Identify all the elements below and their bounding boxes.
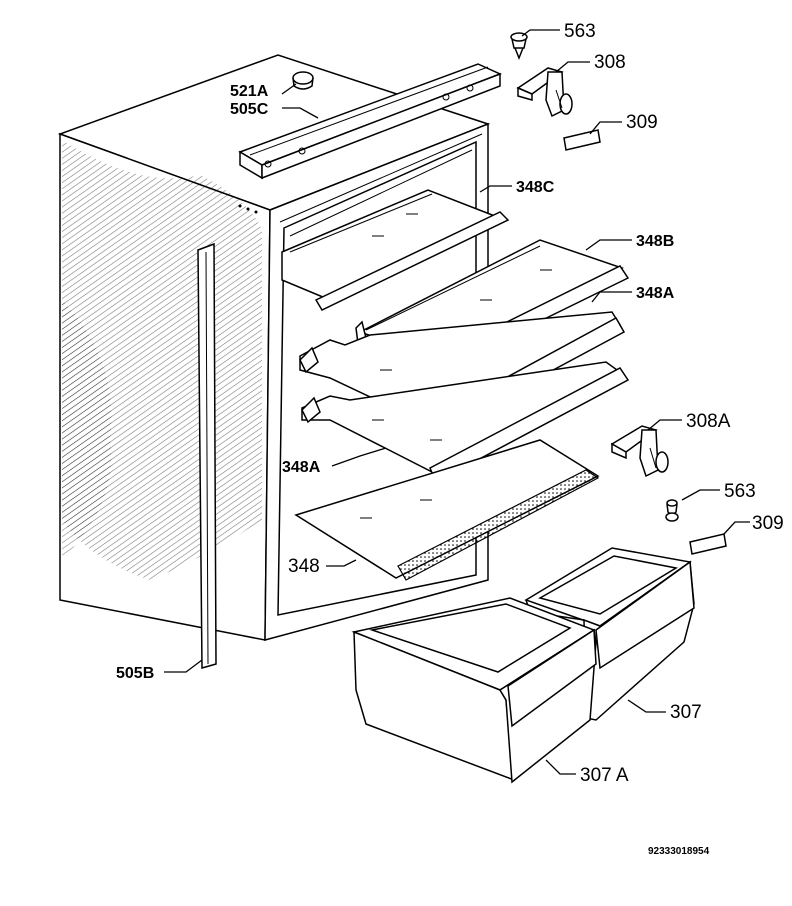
label-348a-right: 348A <box>636 285 675 302</box>
label-309-middle: 309 <box>752 513 784 534</box>
crisper-drawer-307a <box>351 597 597 784</box>
document-number: 92333018954 <box>648 846 710 857</box>
shelf-348c <box>281 189 510 311</box>
label-307a: 307 A <box>580 765 629 786</box>
label-563-top: 563 <box>564 21 596 42</box>
cover-plate-309-middle <box>689 533 727 555</box>
shelf-348-bottom <box>294 439 600 581</box>
label-307: 307 <box>670 702 702 723</box>
leader-lines <box>164 29 750 775</box>
label-348c: 348C <box>516 179 555 196</box>
label-505b: 505B <box>116 665 154 682</box>
label-348b: 348B <box>636 233 674 250</box>
label-563-middle: 563 <box>724 481 756 502</box>
label-348a-left: 348A <box>282 459 321 476</box>
label-348: 348 <box>288 556 320 577</box>
label-521a: 521A <box>230 83 269 100</box>
label-308a: 308A <box>686 411 731 432</box>
label-505c: 505C <box>230 101 269 118</box>
hinge-screw-middle <box>665 499 679 522</box>
part-labels: 563 308 309 521A 505C 348C 348B 348A 308… <box>116 21 784 857</box>
hinge-308a <box>610 425 669 478</box>
hinge-screw-top <box>510 32 528 61</box>
label-309-top: 309 <box>626 112 658 133</box>
hinge-308 <box>516 67 573 118</box>
door-seal-strip <box>197 242 217 669</box>
cover-plate-309-top <box>563 129 601 151</box>
label-308: 308 <box>594 52 626 73</box>
top-mounting-rail <box>238 63 502 180</box>
